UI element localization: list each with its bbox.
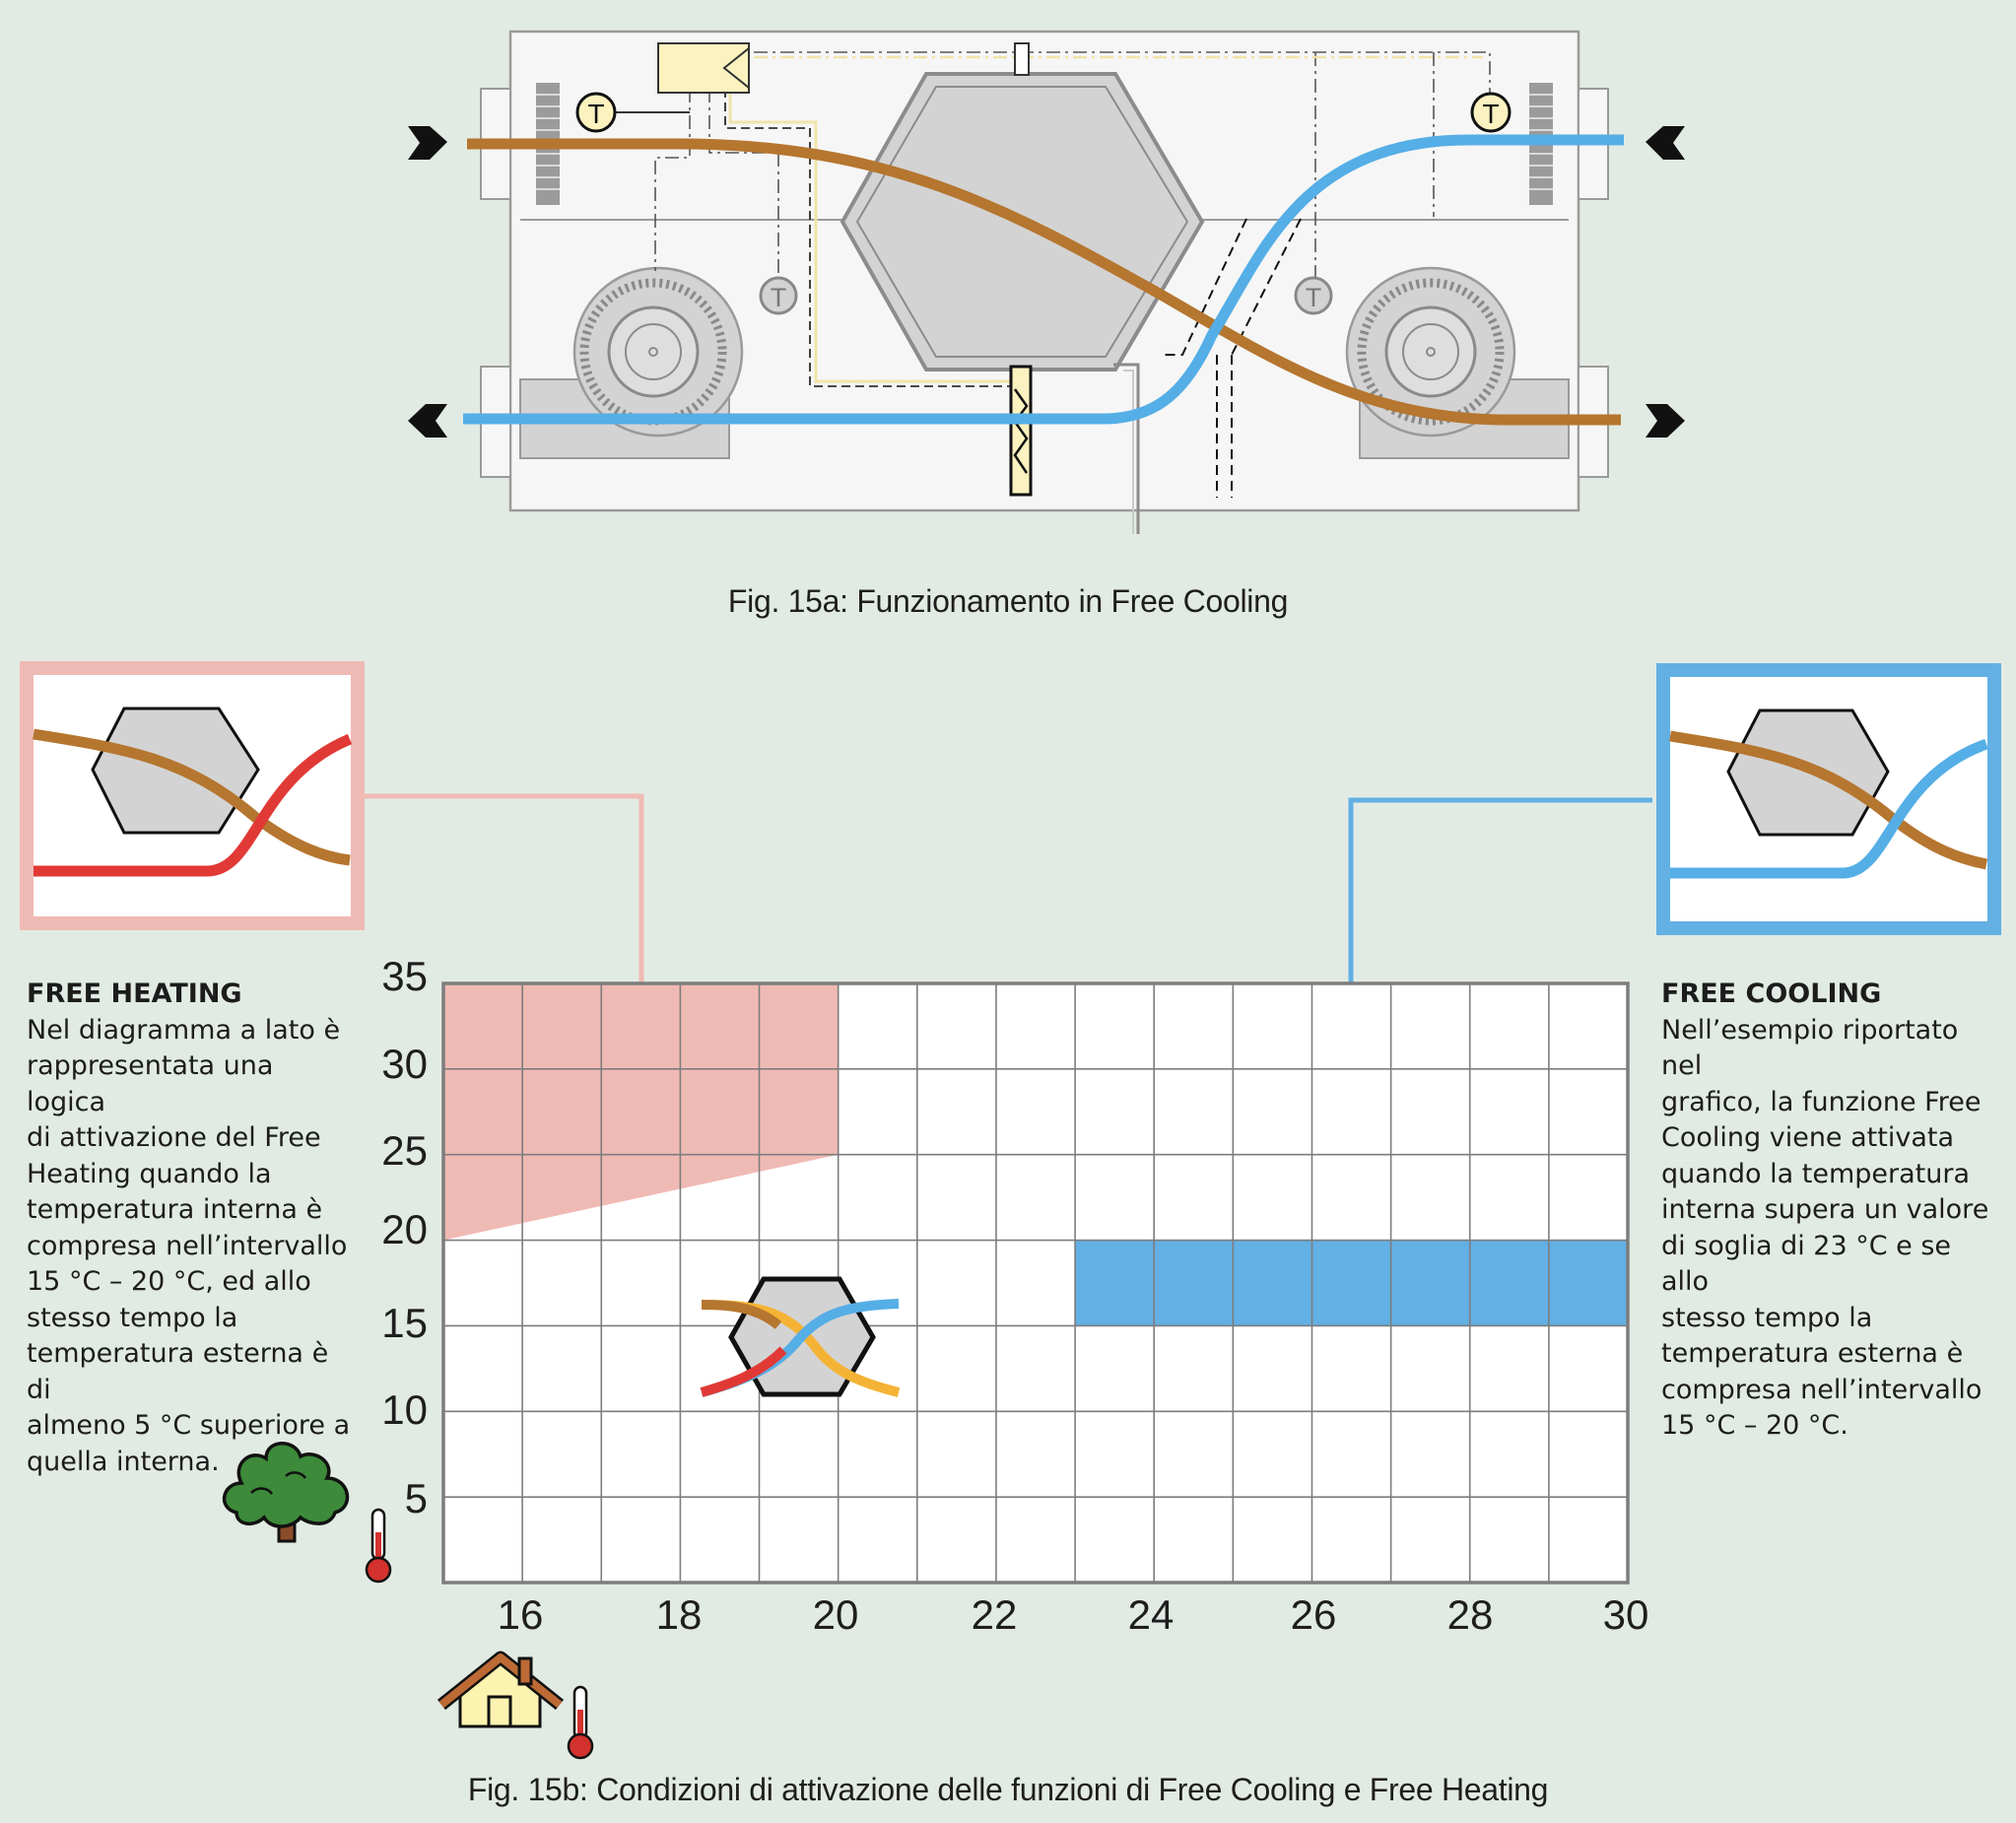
x-tick-label: 16 — [498, 1591, 544, 1638]
y-tick-label: 10 — [381, 1386, 428, 1433]
free-heating-body: Nel diagramma a lato è rappresentata una… — [27, 1014, 351, 1477]
plot-border — [441, 981, 1630, 1585]
x-tick-label: 24 — [1128, 1591, 1175, 1638]
y-tick-label: 15 — [381, 1300, 428, 1346]
temperature-sensor-icon: T — [759, 276, 798, 315]
free-cooling-title: FREE COOLING — [1661, 979, 1882, 1009]
thermometer-icon — [365, 1508, 392, 1584]
arrow-icon — [1646, 126, 1685, 160]
svg-text:T: T — [771, 283, 787, 312]
plot-area — [443, 983, 1628, 1583]
x-tick-label: 20 — [813, 1591, 859, 1638]
svg-text:T: T — [587, 99, 604, 129]
figure-a-caption: Fig. 15a: Funzionamento in Free Cooling — [727, 583, 1289, 619]
y-tick-label: 35 — [381, 953, 428, 999]
outdoor-air-flow — [467, 138, 1621, 426]
temperature-sensor-icon: T — [575, 92, 690, 133]
free-heating-description: FREE HEATING Nel diagramma a lato è rapp… — [27, 977, 352, 1480]
arrow-icon — [1646, 404, 1685, 438]
free-cooling-body: Nell’esempio riportato nel grafico, la f… — [1661, 1014, 1989, 1442]
arrow-icon — [408, 126, 447, 160]
x-tick-label: 26 — [1291, 1591, 1337, 1638]
x-tick-label: 18 — [656, 1591, 703, 1638]
damper-icon — [1009, 365, 1033, 497]
y-tick-label: 5 — [405, 1475, 428, 1521]
figure-b-caption: Fig. 15b: Condizioni di attivazione dell… — [467, 1772, 1549, 1807]
x-tick-label: 22 — [972, 1591, 1018, 1638]
house-icon — [437, 1651, 565, 1728]
y-tick-label: 20 — [381, 1206, 428, 1252]
y-tick-label: 30 — [381, 1041, 428, 1087]
thermometer-icon — [567, 1685, 594, 1760]
free-cooling-zone — [1075, 1240, 1628, 1326]
temperature-sensor-icon: T — [1470, 92, 1512, 133]
y-tick-label: 25 — [381, 1127, 428, 1174]
x-tick-label: 30 — [1603, 1591, 1649, 1638]
hexagon-exchanger-icon — [700, 1276, 901, 1397]
arrow-icon — [408, 404, 447, 438]
temperature-sensor-icon: T — [1294, 276, 1333, 315]
free-heating-title: FREE HEATING — [27, 979, 242, 1009]
free-heating-zone — [443, 983, 839, 1241]
svg-text:T: T — [1306, 283, 1322, 312]
svg-text:T: T — [1482, 99, 1499, 129]
free-cooling-description: FREE COOLING Nell’esempio riportato nel … — [1661, 977, 2006, 1445]
unit-schematic: T T T T — [408, 30, 1685, 534]
controller-box — [657, 42, 750, 94]
free-heating-inset — [20, 661, 365, 930]
x-tick-label: 28 — [1447, 1591, 1494, 1638]
extract-air-flow — [463, 134, 1624, 425]
free-cooling-inset — [1656, 663, 2001, 935]
